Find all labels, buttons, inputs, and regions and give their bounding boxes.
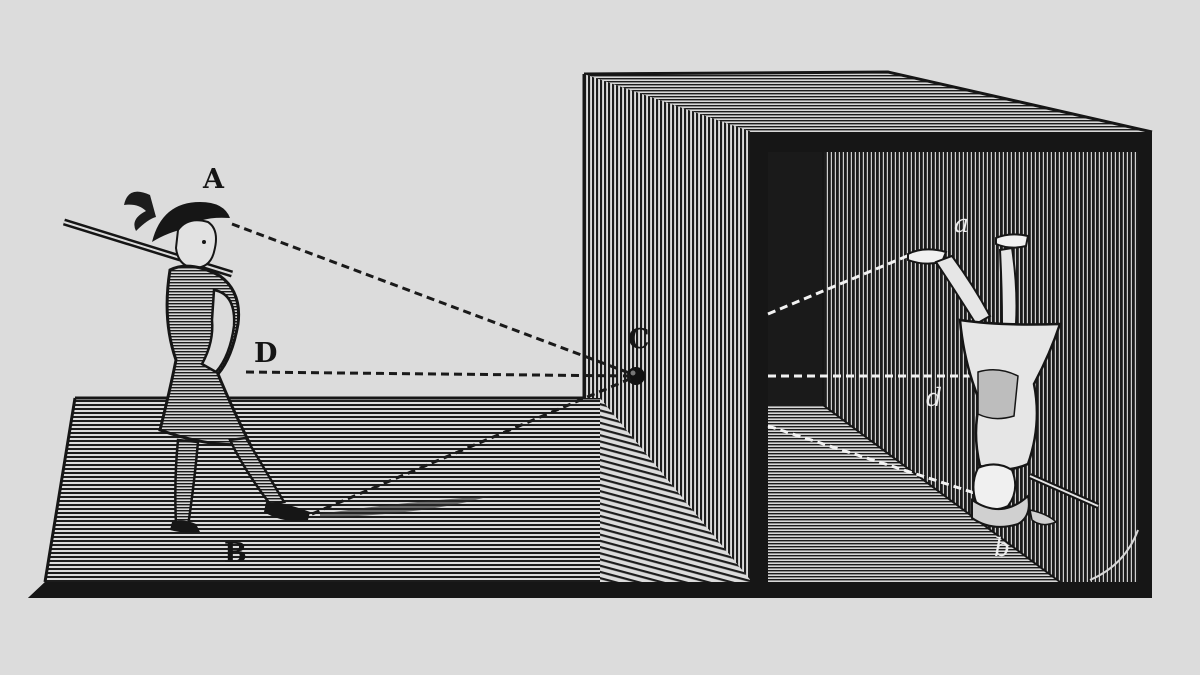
box-interior xyxy=(768,152,1139,583)
inverted-plume-icon xyxy=(1029,509,1058,526)
ray-A-to-C xyxy=(231,222,633,376)
inverted-figure xyxy=(907,233,1100,528)
label-d: d xyxy=(926,383,942,412)
label-A: A xyxy=(202,164,225,195)
label-B: B xyxy=(224,538,247,569)
label-D: D xyxy=(254,338,277,369)
label-C: C xyxy=(628,324,650,355)
labels: A D B C a d b xyxy=(202,164,1010,569)
ray-C-to-b xyxy=(767,252,913,316)
ray-D-to-C xyxy=(245,370,631,378)
ray-B-to-C xyxy=(311,376,633,516)
pinhole xyxy=(627,367,645,385)
box-left-wall xyxy=(582,74,754,586)
box-front-frame xyxy=(752,132,1152,598)
inner-rays xyxy=(767,252,991,500)
label-a: a xyxy=(954,209,969,238)
outer-rays xyxy=(231,222,633,516)
upright-figure xyxy=(62,191,490,533)
plume-icon xyxy=(124,191,156,231)
label-b: b xyxy=(994,533,1010,562)
box-top xyxy=(583,70,1153,134)
